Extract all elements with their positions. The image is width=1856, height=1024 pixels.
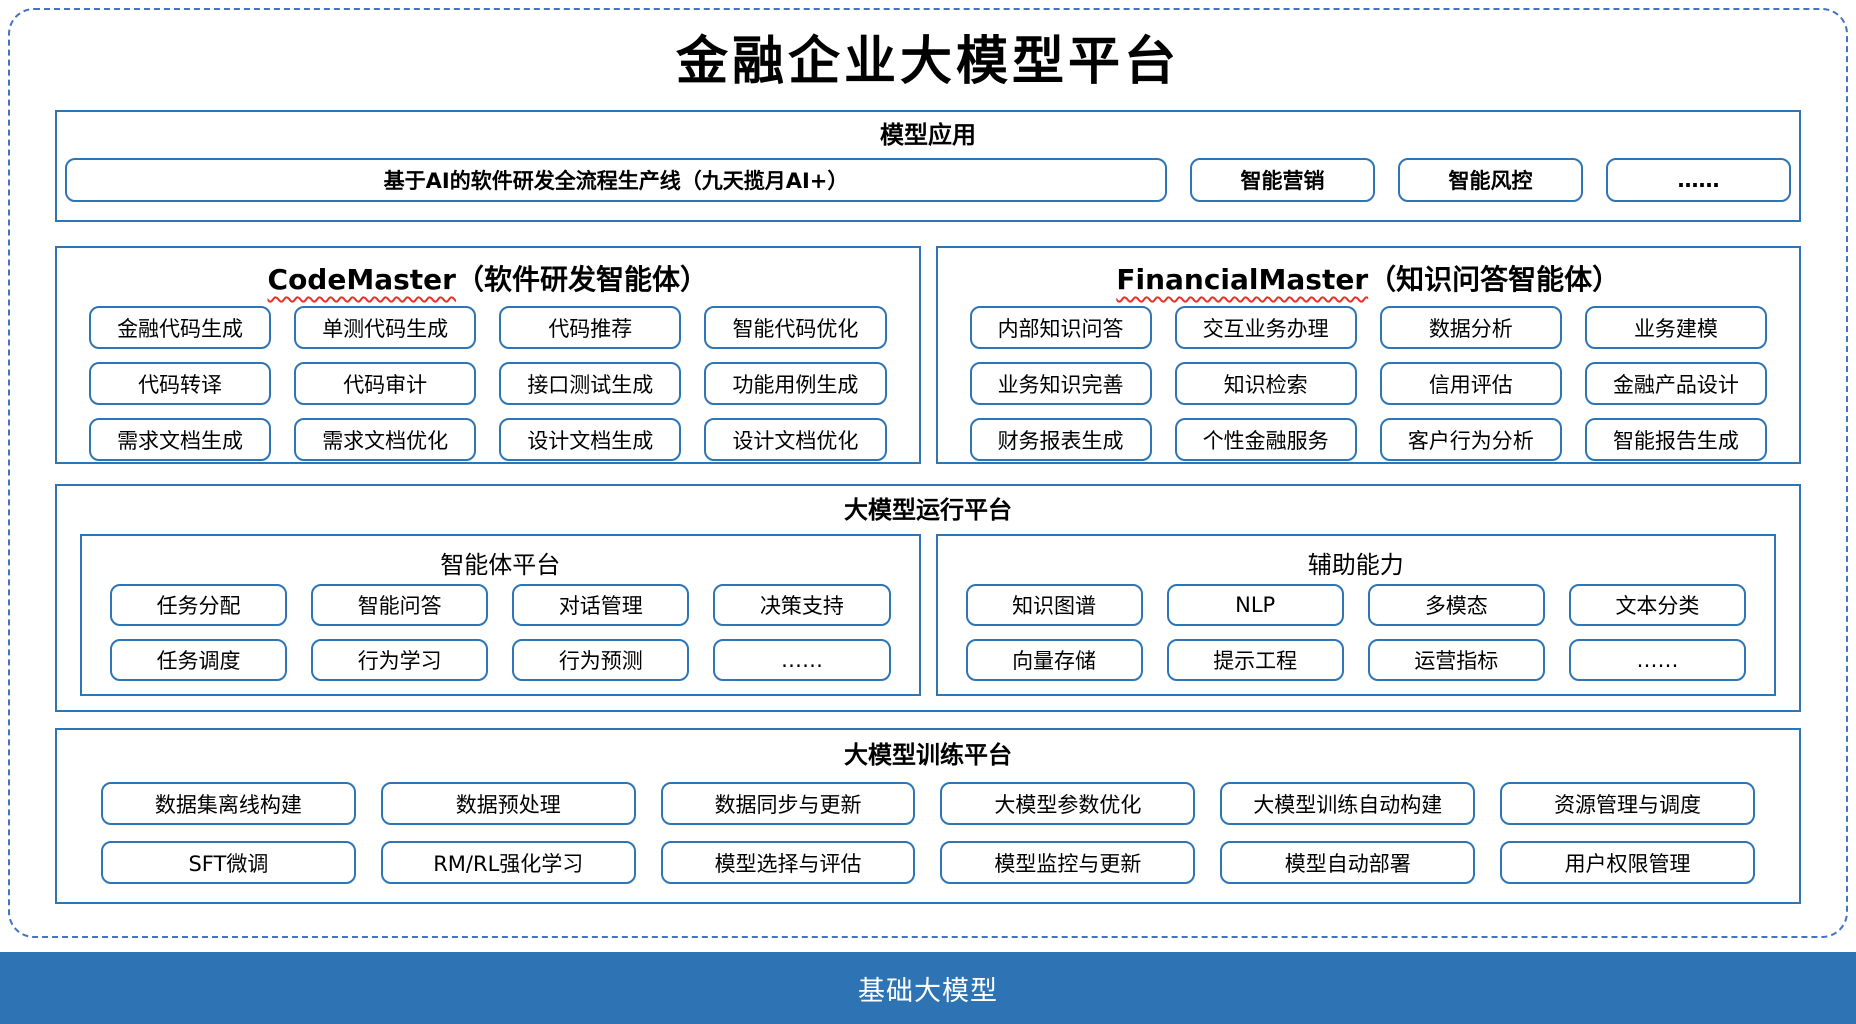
capability-node: 文本分类 — [1568, 584, 1746, 626]
capability-node: 资源管理与调度 — [1500, 782, 1755, 825]
training-platform-header: 大模型训练平台 — [844, 741, 1012, 769]
diagram-title: 金融企业大模型平台 — [675, 31, 1180, 92]
node-smart-risk-control: 智能风控 — [1398, 158, 1583, 202]
capability-node: 设计文档优化 — [704, 418, 887, 461]
capability-node: 功能用例生成 — [704, 362, 887, 405]
capability-node: 行为学习 — [311, 639, 489, 681]
capability-node: NLP — [1166, 584, 1344, 626]
capability-node: 接口测试生成 — [499, 362, 682, 405]
financial-master-name: FinancialMaster — [1116, 263, 1369, 296]
capability-node: 数据集离线构建 — [101, 782, 356, 825]
section-financial-master: FinancialMaster（知识问答智能体） 内部知识问答 交互业务办理 数… — [935, 246, 1801, 464]
capability-node: 代码审计 — [294, 362, 477, 405]
capability-node: 智能代码优化 — [704, 306, 887, 349]
capability-node: 金融代码生成 — [89, 306, 272, 349]
capability-node: 向量存储 — [965, 639, 1143, 681]
section-runtime-platform: 大模型运行平台 智能体平台 任务分配 智能问答 对话管理 决策支持 任务调度 行… — [55, 484, 1801, 712]
capability-node: 客户行为分析 — [1379, 418, 1562, 461]
auxiliary-capabilities-header: 辅助能力 — [1307, 551, 1404, 579]
capability-node: 模型自动部署 — [1220, 841, 1476, 884]
capability-node: 数据预处理 — [380, 782, 636, 825]
capability-node: 任务调度 — [110, 639, 288, 681]
capability-node: 金融产品设计 — [1584, 362, 1767, 405]
section-code-master: CodeMaster（软件研发智能体） 金融代码生成 单测代码生成 代码推荐 智… — [55, 246, 921, 464]
code-master-name: CodeMaster — [267, 263, 456, 296]
foundation-model-bar: 基础大模型 — [0, 952, 1856, 1024]
capability-node: 代码推荐 — [499, 306, 682, 349]
code-master-grid: 金融代码生成 单测代码生成 代码推荐 智能代码优化 代码转译 代码审计 接口测试… — [57, 296, 919, 461]
capability-node: 行为预测 — [512, 639, 690, 681]
section-model-application: 模型应用 基于AI的软件研发全流程生产线（九天揽月AI+） 智能营销 智能风控 … — [55, 110, 1801, 222]
capability-node: 知识图谱 — [965, 584, 1143, 626]
platform-dashed-frame: 金融企业大模型平台 模型应用 基于AI的软件研发全流程生产线（九天揽月AI+） … — [8, 8, 1848, 938]
agent-platform-grid: 任务分配 智能问答 对话管理 决策支持 任务调度 行为学习 行为预测 …… — [82, 580, 919, 681]
capability-node: 代码转译 — [89, 362, 272, 405]
capability-node: 业务知识完善 — [969, 362, 1152, 405]
foundation-model-label: 基础大模型 — [858, 975, 998, 1007]
agents-row: CodeMaster（软件研发智能体） 金融代码生成 单测代码生成 代码推荐 智… — [55, 246, 1801, 464]
panel-auxiliary-capabilities: 辅助能力 知识图谱 NLP 多模态 文本分类 向量存储 提示工程 运营指标 …… — [935, 534, 1776, 696]
capability-node: SFT微调 — [101, 841, 356, 884]
capability-node: 对话管理 — [512, 584, 690, 626]
model-application-header: 模型应用 — [880, 121, 976, 149]
training-platform-grid: 数据集离线构建 数据预处理 数据同步与更新 大模型参数优化 大模型训练自动构建 … — [57, 769, 1799, 884]
capability-node: 大模型训练自动构建 — [1220, 782, 1476, 825]
capability-node: 智能报告生成 — [1584, 418, 1767, 461]
auxiliary-capabilities-grid: 知识图谱 NLP 多模态 文本分类 向量存储 提示工程 运营指标 …… — [938, 580, 1775, 681]
node-smart-marketing: 智能营销 — [1190, 158, 1375, 202]
financial-master-grid: 内部知识问答 交互业务办理 数据分析 业务建模 业务知识完善 知识检索 信用评估… — [938, 296, 1800, 461]
model-application-row: 基于AI的软件研发全流程生产线（九天揽月AI+） 智能营销 智能风控 …… — [57, 158, 1799, 202]
capability-node: 模型监控与更新 — [940, 841, 1196, 884]
agent-platform-header: 智能体平台 — [440, 551, 561, 579]
capability-node: 需求文档优化 — [294, 418, 477, 461]
capability-node: 单测代码生成 — [294, 306, 477, 349]
capability-node: 设计文档生成 — [499, 418, 682, 461]
financial-master-suffix: （知识问答智能体） — [1368, 263, 1621, 296]
capability-node: 智能问答 — [311, 584, 489, 626]
capability-node: 运营指标 — [1367, 639, 1545, 681]
capability-node: 内部知识问答 — [969, 306, 1152, 349]
runtime-panels-row: 智能体平台 任务分配 智能问答 对话管理 决策支持 任务调度 行为学习 行为预测… — [57, 534, 1799, 696]
code-master-title: CodeMaster（软件研发智能体） — [57, 248, 919, 296]
capability-node: 提示工程 — [1166, 639, 1344, 681]
capability-node: 大模型参数优化 — [940, 782, 1196, 825]
node-more-applications: …… — [1606, 158, 1791, 202]
capability-node: 用户权限管理 — [1500, 841, 1755, 884]
capability-node: …… — [1568, 639, 1746, 681]
capability-node: 交互业务办理 — [1174, 306, 1357, 349]
node-ai-dev-pipeline: 基于AI的软件研发全流程生产线（九天揽月AI+） — [65, 158, 1167, 202]
capability-node: 多模态 — [1367, 584, 1545, 626]
capability-node: 任务分配 — [110, 584, 288, 626]
capability-node: 决策支持 — [713, 584, 891, 626]
capability-node: 数据分析 — [1379, 306, 1562, 349]
capability-node: RM/RL强化学习 — [380, 841, 636, 884]
panel-agent-platform: 智能体平台 任务分配 智能问答 对话管理 决策支持 任务调度 行为学习 行为预测… — [80, 534, 921, 696]
capability-node: 知识检索 — [1174, 362, 1357, 405]
capability-node: 业务建模 — [1584, 306, 1767, 349]
code-master-suffix: （软件研发智能体） — [455, 263, 708, 296]
capability-node: 个性金融服务 — [1174, 418, 1357, 461]
financial-master-title: FinancialMaster（知识问答智能体） — [938, 248, 1800, 296]
capability-node: …… — [713, 639, 891, 681]
capability-node: 财务报表生成 — [969, 418, 1152, 461]
runtime-platform-header: 大模型运行平台 — [844, 496, 1012, 524]
capability-node: 数据同步与更新 — [660, 782, 916, 825]
capability-node: 模型选择与评估 — [660, 841, 916, 884]
capability-node: 信用评估 — [1379, 362, 1562, 405]
capability-node: 需求文档生成 — [89, 418, 272, 461]
section-training-platform: 大模型训练平台 数据集离线构建 数据预处理 数据同步与更新 大模型参数优化 大模… — [55, 728, 1801, 904]
